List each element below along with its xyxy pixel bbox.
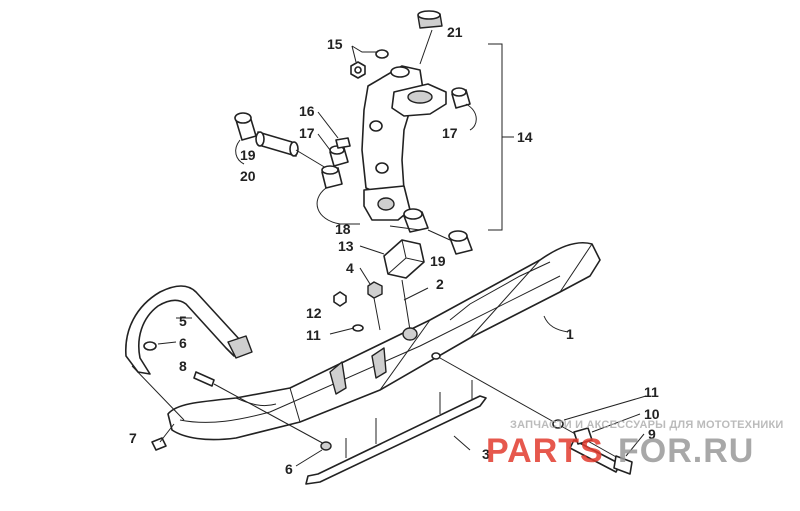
part-17-bushing-left bbox=[329, 145, 349, 167]
callout-17-right: 17 bbox=[442, 125, 458, 141]
callout-13: 13 bbox=[338, 238, 354, 254]
callout-20: 20 bbox=[240, 168, 256, 184]
part-6-rivet-lower bbox=[320, 441, 332, 451]
part-spindle-body bbox=[361, 65, 447, 221]
part-15-nut bbox=[350, 49, 389, 79]
callout-2: 2 bbox=[436, 276, 444, 292]
callout-4: 4 bbox=[346, 260, 354, 276]
callout-12: 12 bbox=[306, 305, 322, 321]
callout-18: 18 bbox=[335, 221, 351, 237]
part-19-bushing-right bbox=[448, 230, 473, 255]
watermark-tagline: ЗАПЧАСТИ И АКСЕССУАРЫ ДЛЯ МОТОТЕХНИКИ bbox=[510, 419, 783, 431]
part-19-bushing-left bbox=[234, 112, 257, 141]
group-bracket-14 bbox=[488, 43, 503, 231]
callout-5: 5 bbox=[179, 313, 187, 329]
callout-14: 14 bbox=[517, 129, 533, 145]
part-18-bushing-a bbox=[321, 165, 343, 189]
part-5-loop-handle bbox=[125, 285, 253, 375]
callout-6-lower: 6 bbox=[285, 461, 293, 477]
callout-17-left: 17 bbox=[299, 125, 315, 141]
part-16-pin bbox=[335, 137, 351, 149]
part-1-ski bbox=[167, 242, 601, 441]
part-18-bushing-b bbox=[403, 208, 429, 233]
part-2-bolt bbox=[401, 279, 429, 331]
callout-7: 7 bbox=[129, 430, 137, 446]
part-17-bushing-right bbox=[451, 87, 471, 109]
part-11-washer-left bbox=[352, 324, 364, 332]
part-7-screw bbox=[151, 423, 175, 451]
callout-9: 9 bbox=[648, 426, 656, 442]
callout-3: 3 bbox=[482, 446, 490, 462]
callout-10: 10 bbox=[644, 406, 660, 422]
part-4-nut bbox=[367, 281, 383, 299]
part-8-screw bbox=[193, 371, 329, 447]
callout-16: 16 bbox=[299, 103, 315, 119]
part-21-cap bbox=[417, 10, 443, 29]
spindle-assembly bbox=[234, 10, 477, 255]
part-13-wear-block bbox=[383, 239, 425, 279]
part-12-nut bbox=[333, 291, 347, 307]
callout-8: 8 bbox=[179, 358, 187, 374]
callout-1: 1 bbox=[566, 326, 574, 342]
watermark-brand-left: PARTS bbox=[486, 432, 604, 470]
part-20-shaft bbox=[255, 131, 299, 157]
watermark-brand-right: FOR.RU bbox=[618, 432, 754, 470]
callout-15: 15 bbox=[327, 36, 343, 52]
callout-19-right: 19 bbox=[430, 253, 446, 269]
callout-11-right: 11 bbox=[644, 384, 659, 400]
part-3-runner bbox=[305, 380, 487, 485]
callout-6-upper: 6 bbox=[179, 335, 187, 351]
callout-21: 21 bbox=[447, 24, 463, 40]
part-11-washer-right bbox=[552, 419, 564, 429]
watermark: ЗАПЧАСТИ И АКСЕССУАРЫ ДЛЯ МОТОТЕХНИКИ PA… bbox=[486, 419, 783, 470]
callout-11-left: 11 bbox=[306, 327, 321, 343]
part-6-rivet-upper bbox=[143, 341, 157, 351]
callout-19-left: 19 bbox=[240, 147, 256, 163]
part-10-bushing bbox=[573, 427, 593, 445]
